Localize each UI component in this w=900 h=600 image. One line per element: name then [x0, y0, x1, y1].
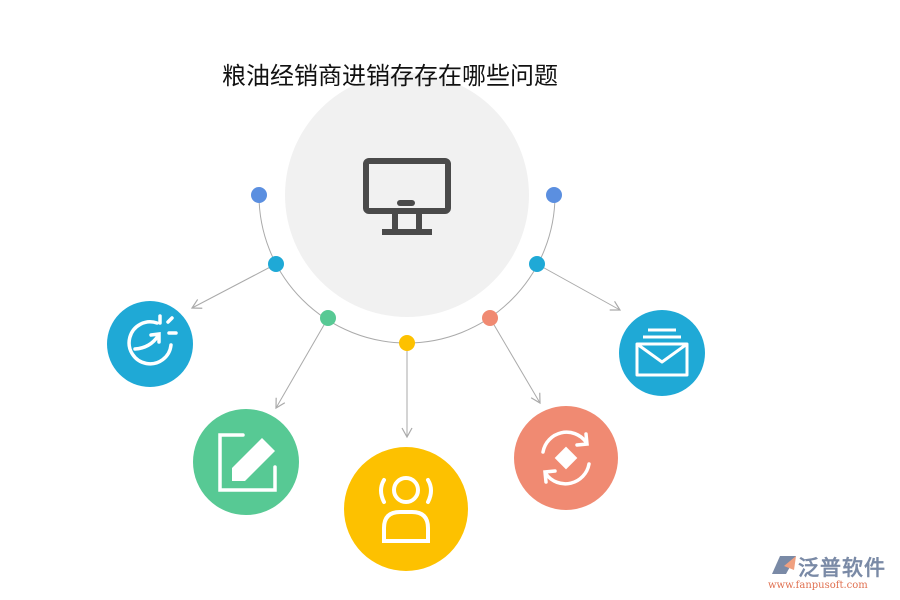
dot	[320, 310, 336, 326]
dot	[251, 187, 267, 203]
logo-mark	[772, 556, 796, 574]
dot	[399, 335, 415, 351]
dot	[268, 256, 284, 272]
refresh-icon	[541, 430, 591, 486]
node-user	[344, 447, 468, 571]
node-speed	[107, 301, 193, 387]
arrow	[190, 263, 277, 309]
arrow	[536, 263, 622, 311]
arrow	[489, 317, 541, 405]
node-mail	[619, 310, 705, 396]
logo-url: www.fanpusoft.com	[768, 580, 868, 591]
logo-name: 泛普软件	[798, 556, 886, 580]
node-refresh	[514, 406, 618, 510]
dot	[546, 187, 562, 203]
mail-icon	[635, 328, 689, 377]
center-circle	[285, 73, 529, 317]
user-icon	[379, 476, 433, 543]
logo: 泛普软件 www.fanpusoft.com	[768, 552, 898, 596]
arrows	[190, 263, 622, 439]
monitor-icon	[363, 158, 451, 235]
dot	[529, 256, 545, 272]
speed-arrow-icon	[127, 314, 178, 366]
dot	[482, 310, 498, 326]
node-edit	[193, 409, 299, 515]
diagram-title: 粮油经销商进销存存在哪些问题	[222, 62, 558, 90]
arrow	[275, 317, 329, 410]
edit-icon	[218, 433, 277, 492]
